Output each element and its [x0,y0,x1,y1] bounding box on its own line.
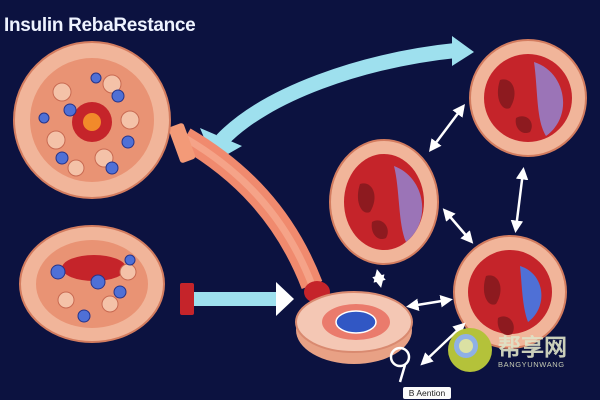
heart-section-top-right [469,39,587,157]
tissue-section-top-left [13,41,171,199]
double-headed-arrows [372,104,529,366]
tissue-section-bottom-left [19,225,165,343]
heart-section-bottom-right [453,235,567,349]
blood-vessel [168,123,330,303]
diagram-title: Insulin RebaRestance [4,15,196,36]
magnifier-icon [389,346,411,383]
watermark-chinese-text: 帮享网 [498,334,567,361]
heart-section-middle [329,139,439,265]
straight-cyan-arrow [180,282,294,316]
watermark: 帮享网 BANGYUNWANG [448,326,598,376]
organ-disk [295,291,413,364]
curved-cyan-arrow [200,36,474,162]
watermark-english-text: BANGYUNWANG [498,360,565,369]
callout-label: B Aention [403,387,451,399]
watermark-logo-icon [448,328,492,372]
